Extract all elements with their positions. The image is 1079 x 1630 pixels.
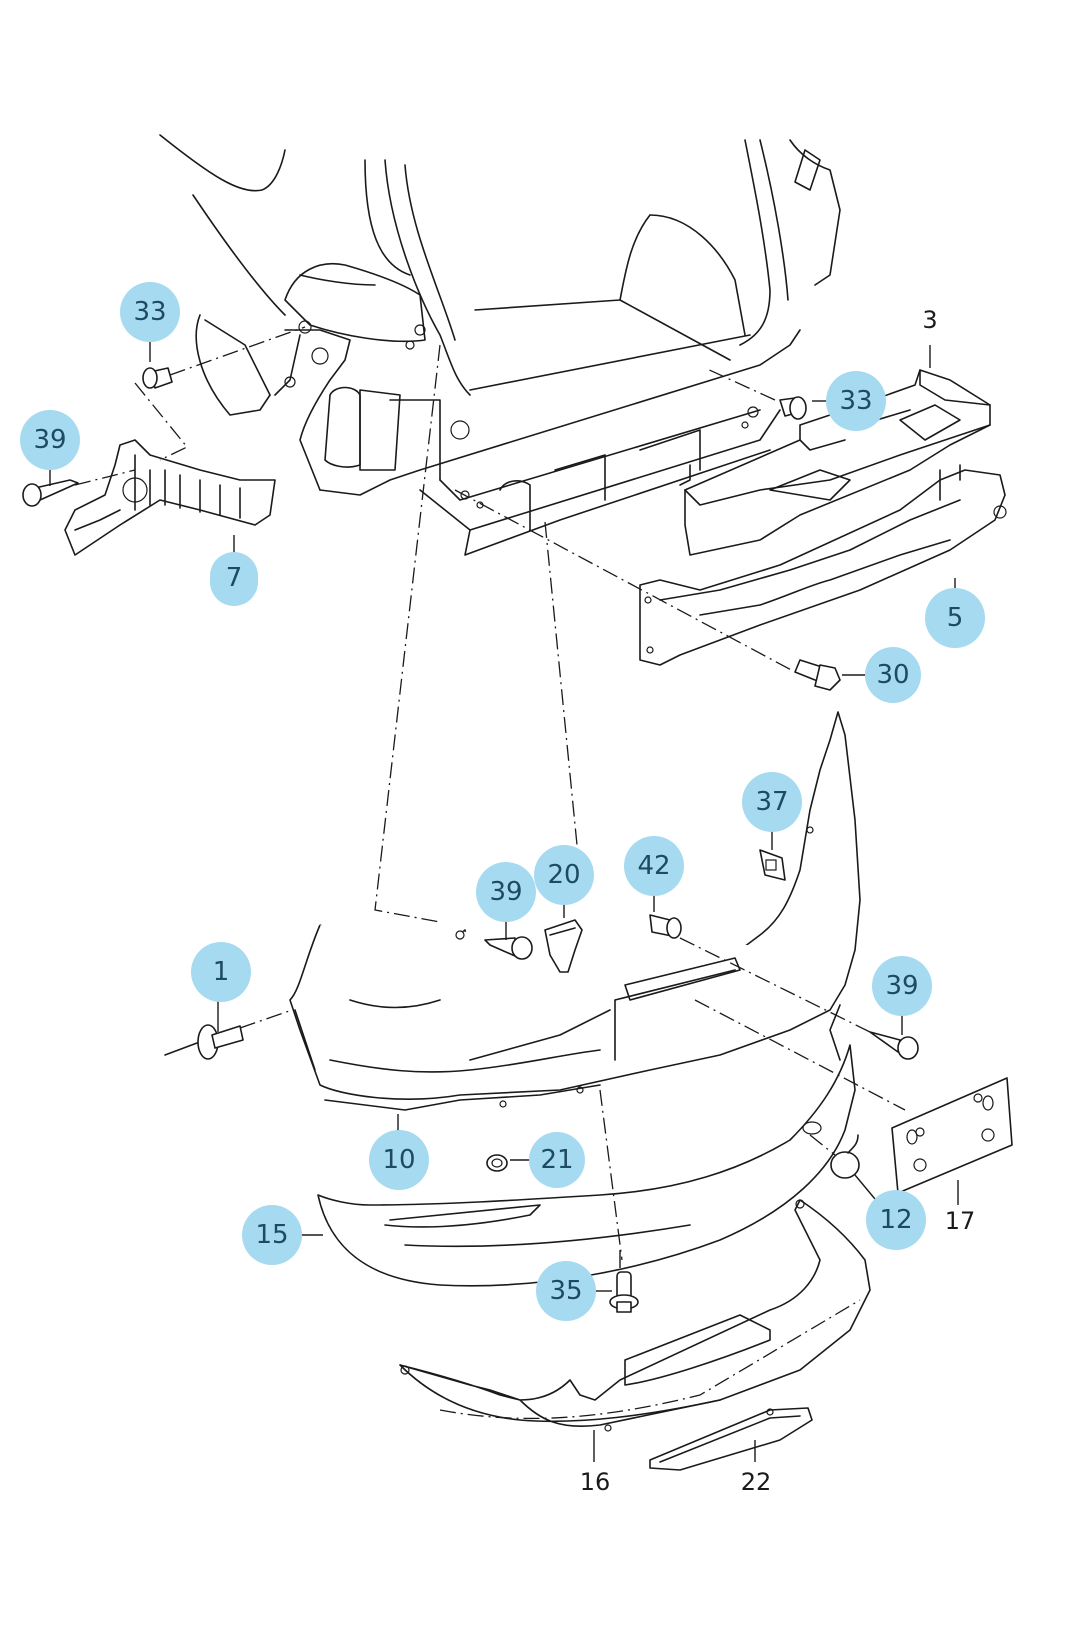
- callout-label: 21: [540, 1145, 573, 1175]
- screw-39-center: [484, 936, 533, 960]
- callout-42[interactable]: 42: [624, 836, 684, 896]
- bumper-reinforcement: [639, 464, 1007, 666]
- bolt-30: [794, 659, 841, 691]
- callout-7[interactable]: 7: [210, 552, 258, 606]
- callout-33-left[interactable]: 33: [120, 282, 180, 342]
- callout-label: 20: [547, 860, 580, 890]
- clip-nut-37: [759, 849, 786, 881]
- callout-label: 10: [382, 1145, 415, 1175]
- callout-1[interactable]: 1: [191, 942, 251, 1002]
- callout-21[interactable]: 21: [529, 1132, 585, 1188]
- callout-label: 42: [637, 851, 670, 881]
- callout-label: 1: [213, 957, 230, 987]
- vehicle-rear-body: [159, 134, 841, 556]
- expansion-rivet-1: [164, 1024, 244, 1060]
- guide-20: [544, 919, 583, 973]
- fasteners: [22, 367, 919, 1313]
- assembly-lines: [74, 326, 906, 1261]
- callout-39-left[interactable]: 39: [20, 410, 80, 470]
- callout-label: 30: [876, 660, 909, 690]
- rivet-33-right: [779, 396, 807, 420]
- callout-label: 7: [226, 563, 243, 593]
- callout-30[interactable]: 30: [865, 647, 921, 703]
- callout-33-right[interactable]: 33: [826, 371, 886, 431]
- callout-label: 37: [755, 787, 788, 817]
- callout-label: 12: [879, 1205, 912, 1235]
- rivet-33-left: [142, 367, 173, 389]
- callout-label: 5: [947, 603, 964, 633]
- callout-22[interactable]: 22: [741, 1468, 772, 1496]
- callout-39-right[interactable]: 39: [872, 956, 932, 1016]
- callout-16[interactable]: 16: [580, 1468, 611, 1496]
- callout-label: 39: [885, 971, 918, 1001]
- callout-label: 39: [489, 877, 522, 907]
- callout-label: 35: [549, 1276, 582, 1306]
- side-guide-bracket: [64, 439, 276, 556]
- callout-37[interactable]: 37: [742, 772, 802, 832]
- callout-label: 33: [839, 386, 872, 416]
- screw-39-right: [869, 1031, 919, 1060]
- callout-20[interactable]: 20: [534, 845, 594, 905]
- callout-39-center[interactable]: 39: [476, 862, 536, 922]
- callout-5[interactable]: 5: [925, 588, 985, 648]
- diffuser-trim-strip: [649, 1407, 813, 1471]
- callout-3[interactable]: 3: [922, 306, 937, 334]
- screw-39-left: [22, 479, 79, 507]
- callout-35[interactable]: 35: [536, 1261, 596, 1321]
- bolt-35: [609, 1271, 639, 1313]
- grommet-21: [486, 1154, 508, 1172]
- callout-label: 33: [133, 297, 166, 327]
- callout-15[interactable]: 15: [242, 1205, 302, 1265]
- callout-label: 39: [33, 425, 66, 455]
- diffuser-panel: [399, 1199, 871, 1432]
- lower-valance: [317, 1044, 856, 1287]
- callout-17[interactable]: 17: [945, 1207, 976, 1235]
- callout-label: 15: [255, 1220, 288, 1250]
- callout-10[interactable]: 10: [369, 1130, 429, 1190]
- callout-12[interactable]: 12: [866, 1190, 926, 1250]
- spacer-42: [649, 914, 682, 939]
- tow-hook-cap: [830, 1134, 860, 1179]
- bumper-cover: [289, 711, 861, 1111]
- license-plate-bracket: [891, 1077, 1013, 1194]
